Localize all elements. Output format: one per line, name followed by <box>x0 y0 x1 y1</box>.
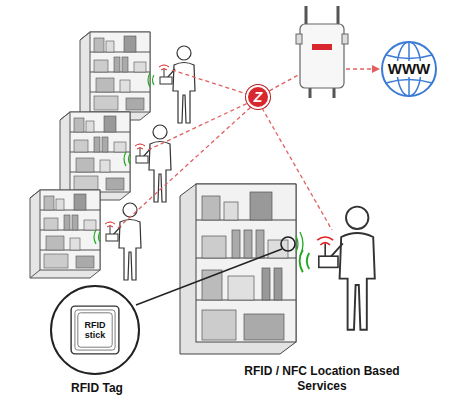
globe: WWW <box>380 40 438 98</box>
badge-letter: Z <box>254 90 263 104</box>
tag-heading: RFID Tag <box>32 381 162 395</box>
tag-text: RFID stick <box>80 320 110 340</box>
hub-badge: Z <box>246 85 270 109</box>
globe-label: WWW <box>386 61 432 77</box>
tag-zoom: RFID stickRFID Tag <box>50 285 140 375</box>
caption-label: RFID / NFC Location Based Services <box>236 364 408 394</box>
